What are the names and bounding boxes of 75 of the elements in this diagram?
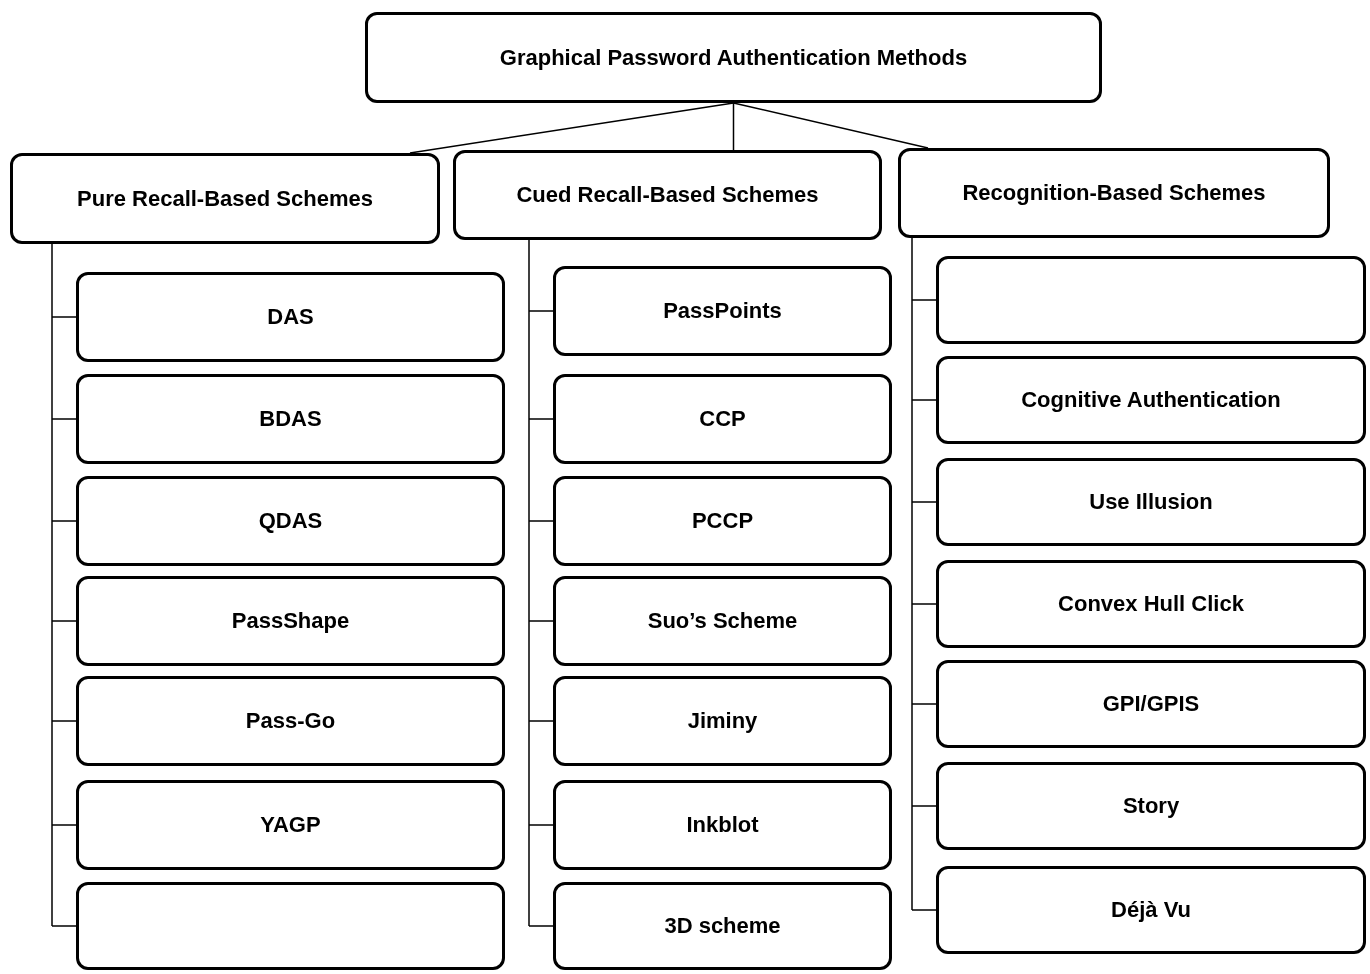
node-label: Pure Recall-Based Schemes [77, 184, 373, 213]
node-label: Suo’s Scheme [647, 607, 798, 635]
node-label: Inkblot [686, 811, 759, 839]
scheme-box [936, 458, 1366, 546]
node-label: Recognition-Based Schemes [962, 179, 1266, 207]
scheme-box [936, 866, 1366, 954]
scheme-box [936, 762, 1366, 850]
scheme-box [553, 476, 892, 566]
node-label: Use Illusion [1089, 488, 1213, 516]
connector-line [911, 501, 937, 503]
connector-line [409, 102, 735, 154]
node-label: Pass-Go [245, 707, 336, 735]
root-box [365, 12, 1102, 103]
connector-line [911, 399, 937, 401]
connector-line [51, 925, 77, 927]
node-label: Cognitive Authentication [1021, 386, 1281, 414]
connector-line [51, 620, 77, 622]
connector-line [528, 925, 554, 927]
node-label: Déjà Vu [1111, 896, 1191, 924]
connector-line [528, 239, 530, 927]
node-label: PCCP [691, 507, 754, 535]
connector-line [528, 620, 554, 622]
node-label: 3D scheme [664, 912, 781, 940]
node-label: Cued Recall-Based Schemes [516, 181, 819, 209]
connector-line [732, 102, 735, 151]
scheme-box [553, 882, 892, 970]
scheme-box [936, 356, 1366, 444]
connector-line [528, 720, 554, 722]
scheme-box [553, 676, 892, 766]
node-label: PassPoints [663, 297, 782, 325]
connector-line [51, 520, 77, 522]
scheme-box [553, 374, 892, 464]
category-box [453, 150, 882, 240]
connector-line [528, 520, 554, 522]
connector-line [911, 603, 937, 605]
node-label: Story [1122, 792, 1180, 820]
scheme-box [76, 374, 505, 464]
scheme-box [553, 266, 892, 356]
connector-line [732, 102, 929, 149]
node-label: DAS [267, 303, 314, 331]
connector-line [528, 824, 554, 826]
connector-line [51, 316, 77, 318]
node-label: CCP [699, 405, 746, 433]
scheme-box [76, 576, 505, 666]
scheme-box [936, 256, 1366, 344]
connector-line [528, 418, 554, 420]
scheme-box [553, 576, 892, 666]
node-label: PassShape [231, 607, 350, 635]
scheme-box [76, 780, 505, 870]
node-label: Graphical Password Authentication Methods [499, 43, 968, 72]
connector-line [51, 418, 77, 420]
scheme-box [76, 676, 505, 766]
node-label: QDAS [258, 507, 323, 535]
connector-line [911, 909, 937, 911]
node-label: BDAS [259, 405, 322, 433]
scheme-box [76, 476, 505, 566]
scheme-box [936, 660, 1366, 748]
connector-line [911, 237, 913, 911]
node-label: YAGP [260, 811, 321, 839]
connector-line [51, 824, 77, 826]
connector-line [51, 243, 53, 927]
connector-line [911, 299, 937, 301]
node-label: Jiminy [687, 707, 758, 735]
scheme-box [76, 882, 505, 970]
scheme-box [76, 272, 505, 362]
node-label: GPI/GPIS [1102, 690, 1200, 718]
connector-line [911, 703, 937, 705]
scheme-box [553, 780, 892, 870]
scheme-box [936, 560, 1366, 648]
connector-line [911, 805, 937, 807]
node-label: Convex Hull Click [1058, 590, 1244, 618]
connector-line [51, 720, 77, 722]
category-box [898, 148, 1330, 238]
connector-line [528, 310, 554, 312]
category-box [10, 153, 440, 244]
